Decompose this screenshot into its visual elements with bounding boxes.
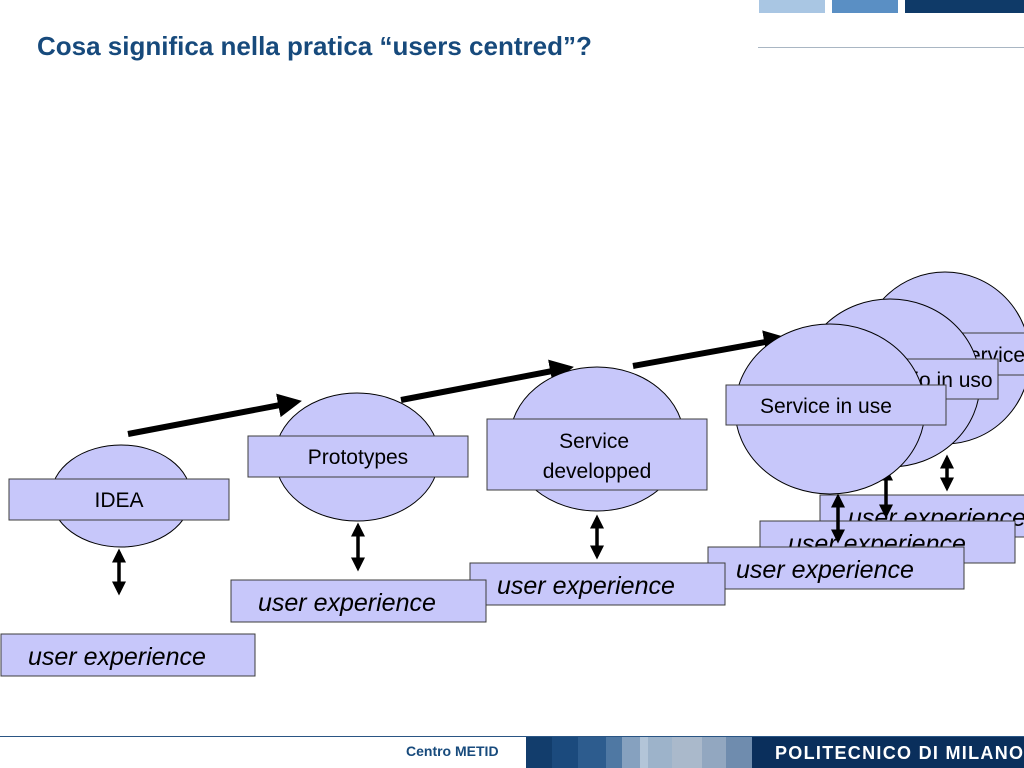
footer-band-segment xyxy=(622,737,640,768)
footer-rule xyxy=(0,736,1024,737)
header-bar-medium xyxy=(832,0,898,13)
footer-band-segment xyxy=(726,737,752,768)
stage-2-label: Prototypes xyxy=(308,446,408,469)
footer-band-segment xyxy=(526,737,552,768)
stage-1: IDEA user experience xyxy=(0,444,256,677)
arrow-stage-1-to-2 xyxy=(127,393,302,437)
stage-1-label: IDEA xyxy=(94,489,143,512)
stage-4: user experience Service in use xyxy=(632,323,965,590)
footer-band-segment xyxy=(672,737,702,768)
stage-2: Prototypes user experience xyxy=(127,392,487,623)
stage-3-label-box xyxy=(486,418,708,491)
stage-3-ux-box xyxy=(469,562,726,606)
stage-2-ux-box xyxy=(230,579,487,623)
footer-band-segment xyxy=(578,737,606,768)
footer-band-segment xyxy=(640,737,648,768)
stage-4-label: Service in use xyxy=(760,395,892,418)
stage-2-ux-label: user experience xyxy=(258,589,436,617)
footer-band-segment xyxy=(606,737,622,768)
header-bar-light xyxy=(759,0,825,13)
stage-4-ux-box xyxy=(707,546,965,590)
footer-color-band xyxy=(526,737,1024,768)
politecnico-logo xyxy=(752,737,1024,768)
stage-1-label-box xyxy=(8,478,230,521)
stage-4-label-box xyxy=(725,384,947,426)
stage-3-ux-label: user experience xyxy=(497,572,675,600)
arrow-stage-2-to-3 xyxy=(400,359,574,403)
title-rule xyxy=(758,47,1024,48)
politecnico-logo-text: POLITECNICO DI MILANO xyxy=(775,743,1024,763)
footer-band-segment xyxy=(702,737,726,768)
stage-2-label-box xyxy=(247,435,469,478)
footer-band-segment xyxy=(552,737,578,768)
footer-band-segment xyxy=(648,737,672,768)
header-bar-dark xyxy=(905,0,1024,13)
footer-center-label: Centro METID xyxy=(406,743,499,759)
stage-3: Service developped user experience xyxy=(400,359,726,606)
stage-3-label: Service developped xyxy=(543,430,652,483)
slide-title: Cosa significa nella pratica “users cent… xyxy=(37,31,592,61)
arrow-stage-3-to-4 xyxy=(632,330,788,369)
stage-1-ux-label: user experience xyxy=(28,643,206,671)
stage-1-ux-box xyxy=(0,633,256,677)
stage-4-ux-label: user experience xyxy=(736,556,914,584)
